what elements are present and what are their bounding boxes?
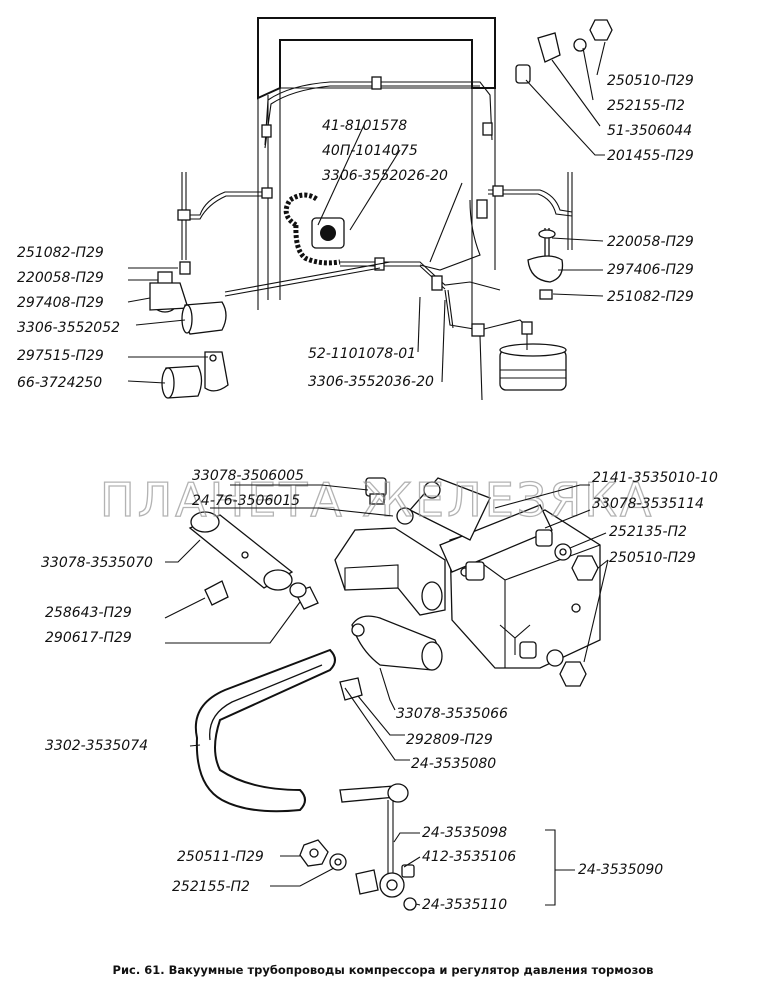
label-297406: 297406-П29 bbox=[607, 262, 694, 278]
label-33078-3535114: 33078-3535114 bbox=[592, 496, 704, 512]
figure-caption: Рис. 61. Вакуумные трубопроводы компресс… bbox=[113, 963, 654, 977]
link-rod bbox=[339, 783, 417, 911]
top-leader-lines bbox=[127, 41, 606, 384]
label-250510-top: 250510-П29 bbox=[607, 73, 694, 89]
brake-regulator-assembly bbox=[188, 477, 601, 911]
label-3306-3552026-20: 3306-3552026-20 bbox=[322, 168, 448, 184]
label-3306-3552052: 3306-3552052 bbox=[17, 320, 120, 336]
label-297515: 297515-П29 bbox=[17, 348, 104, 364]
watermark: ПЛАНЕТА ЖЕЛЕЗЯКА bbox=[100, 473, 654, 527]
label-252155-bottom: 252155-П2 bbox=[172, 879, 250, 895]
label-24-3535080: 24-3535080 bbox=[411, 756, 496, 772]
label-297408: 297408-П29 bbox=[17, 295, 104, 311]
label-33078-3535070: 33078-3535070 bbox=[41, 555, 153, 571]
label-412-3535106: 412-3535106 bbox=[422, 849, 516, 865]
label-2141-3535010-10: 2141-3535010-10 bbox=[592, 470, 718, 486]
label-201455: 201455-П29 bbox=[607, 148, 694, 164]
label-290617: 290617-П29 bbox=[45, 630, 132, 646]
right-small-parts bbox=[515, 19, 613, 300]
label-33078-3506005: 33078-3506005 bbox=[192, 468, 304, 484]
label-24-3535098: 24-3535098 bbox=[422, 825, 507, 841]
label-251082-left: 251082-П29 bbox=[17, 245, 104, 261]
label-252155-top: 252155-П2 bbox=[607, 98, 685, 114]
label-252135: 252135-П2 bbox=[609, 524, 687, 540]
label-33078-3535066: 33078-3535066 bbox=[396, 706, 508, 722]
coiled-hose bbox=[283, 192, 345, 266]
label-66-3724250: 66-3724250 bbox=[17, 375, 102, 391]
label-220058-right: 220058-П29 bbox=[607, 234, 694, 250]
vacuum-piping-assembly bbox=[149, 17, 613, 401]
label-40p-1014075: 40П-1014075 bbox=[322, 143, 418, 159]
label-220058-left: 220058-П29 bbox=[17, 270, 104, 286]
top-labels: 250510-П29 252155-П2 51-3506044 201455-П… bbox=[17, 73, 694, 391]
label-3302-3535074: 3302-3535074 bbox=[45, 738, 148, 754]
brake-chamber bbox=[499, 321, 567, 391]
label-250511: 250511-П29 bbox=[177, 849, 264, 865]
label-51-3506044: 51-3506044 bbox=[607, 123, 692, 139]
label-250510-bottom: 250510-П29 bbox=[609, 550, 696, 566]
label-258643: 258643-П29 bbox=[45, 605, 132, 621]
label-52-1101078-01: 52-1101078-01 bbox=[308, 346, 416, 362]
label-41-8101578: 41-8101578 bbox=[322, 118, 407, 134]
label-24-3535110: 24-3535110 bbox=[422, 897, 507, 913]
label-24-76-3506015: 24-76-3506015 bbox=[192, 493, 300, 509]
label-24-3535090: 24-3535090 bbox=[578, 862, 663, 878]
label-292809: 292809-П29 bbox=[406, 732, 493, 748]
label-3306-3552036-20: 3306-3552036-20 bbox=[308, 374, 434, 390]
label-251082-right: 251082-П29 bbox=[607, 289, 694, 305]
bottom-leader-lines bbox=[164, 484, 609, 906]
left-small-parts bbox=[149, 261, 229, 399]
shaft bbox=[188, 511, 319, 610]
bottom-labels: 33078-3506005 24-76-3506015 2141-3535010… bbox=[41, 468, 718, 913]
